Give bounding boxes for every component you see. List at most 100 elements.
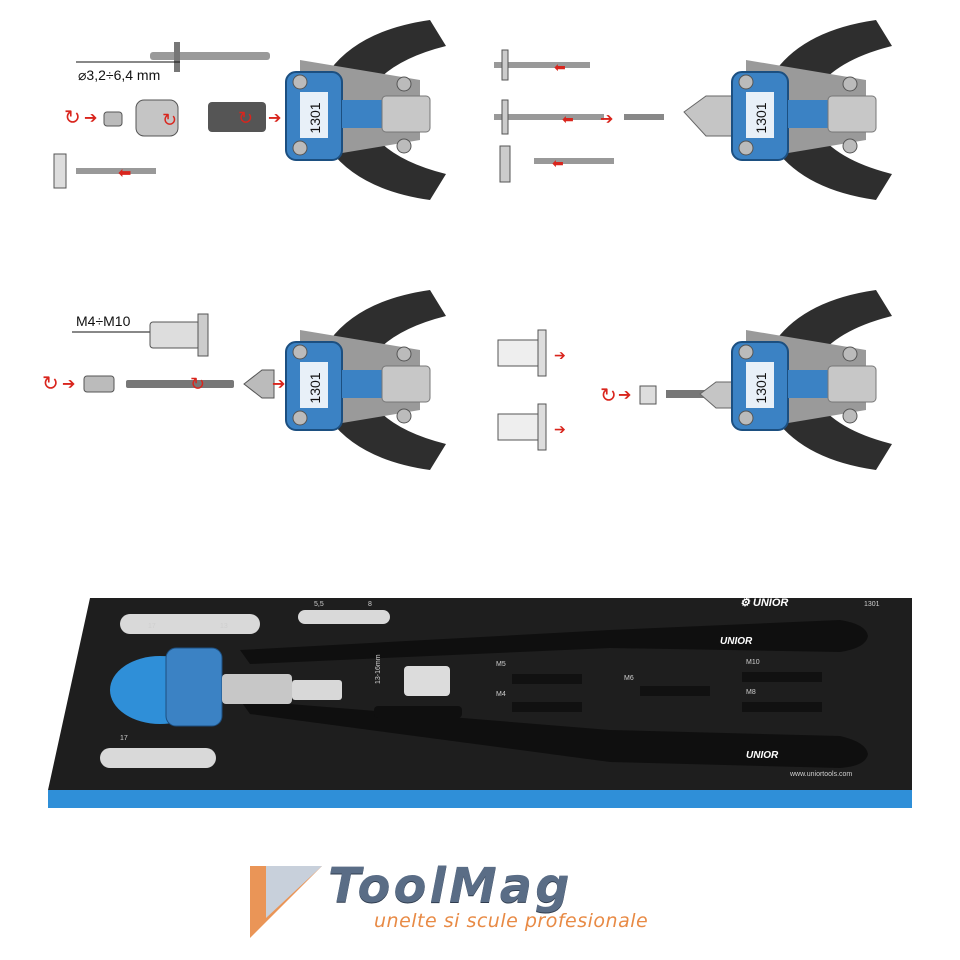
chrome-nut [292,680,342,700]
svg-text:⬅: ⬅ [554,59,566,75]
mandrel-icon [742,702,822,712]
screw-icon [842,346,858,362]
tray-brand-mark: ⚙ UNIOR [740,597,788,609]
sleeve-part [208,102,266,132]
head-label-plate [746,92,774,138]
nut-step-1: ➔ [497,329,566,377]
foam-tray: 17 13 5,5 8 17 ⚙ UNIOR 1301 UNIOR UNIOR … [48,597,912,808]
screw-icon [842,408,858,424]
screw-icon [396,408,412,424]
mandrel-icon [512,674,582,684]
head-model-number: 1301 [307,372,323,403]
screw-icon [738,344,754,360]
tool-head [165,647,223,727]
logo-name: ToolMag [328,858,573,914]
tray-code: 1301 [864,601,880,608]
arrow-right-icon: ➔ [268,110,281,127]
mandrel-label: M8 [746,689,756,696]
toolmag-logo: ToolMag unelte si scule profesionale [246,858,716,942]
spanner-size: 5,5 [314,601,324,608]
rivet-nut-flange [197,313,209,357]
screw-icon [396,346,412,362]
nut-step-2: ➔ [497,403,566,451]
rotate-arrow-icon: ↻ [42,373,59,395]
nut-range-label: M4÷M10 [76,313,131,329]
spanner-size: 8 [368,601,372,608]
head-label-plate [300,92,328,138]
tray-base [48,790,912,808]
arrow-right-icon: ➔ [272,376,285,393]
chrome-nut [381,365,431,403]
screw-icon [292,74,308,90]
rivet-icon [624,114,664,120]
head-model-number: 1301 [753,372,769,403]
screw-icon [292,140,308,156]
wrench-icon [120,614,260,634]
handle-brand: UNIOR [720,636,753,647]
jaw-housing [699,381,737,409]
arrow-right-icon: ➔ [62,376,75,393]
spanner-icon [298,610,390,624]
head-model-number: 1301 [307,102,323,133]
mandrel-rod [126,380,234,388]
mandrel-label: M5 [496,661,506,668]
jaw-housing [683,95,737,137]
screw-icon [842,138,858,154]
blue-sleeve [342,370,382,398]
mandrel-label: M4 [496,691,506,698]
blue-sleeve [788,100,828,128]
wrench-size: 17 [148,623,156,630]
arrow-left-icon: ⬅ [118,165,131,182]
logo-triangle-icon [250,866,322,938]
chrome-nut [827,95,877,133]
rivet-nut-icon [639,385,657,405]
chrome-nut [381,95,431,133]
rotate-arrow-icon: ↻ [190,374,205,394]
chrome-nut [827,365,877,403]
blue-sleeve [788,370,828,398]
handle-brand: UNIOR [746,750,779,761]
mandrel-rod [666,390,706,398]
mandrel-icon [512,702,582,712]
screw-icon [396,76,412,92]
svg-text:➔: ➔ [554,347,566,363]
rivet-icon [150,52,270,60]
nose-label: 13-16mm [375,654,382,684]
arrow-right-icon: ➔ [84,110,97,127]
arrow-right-icon: ➔ [618,387,631,404]
rotate-arrow-icon: ↻ [600,385,617,407]
chrome-body [222,674,292,704]
rotate-arrow-icon: ↻ [238,108,253,128]
threaded-adapter [83,375,115,393]
small-nozzle [103,111,123,127]
screw-icon [738,74,754,90]
rivet-step-1: ⬅ [494,49,590,81]
mandrel-icon [742,672,822,682]
rivet-step-3: ⬅ [499,145,614,183]
svg-text:⬅: ⬅ [552,155,564,171]
rotate-arrow-icon: ↻ [64,107,81,129]
rivet-nut-icon [149,321,201,349]
svg-text:➔: ➔ [554,421,566,437]
rivet-head [174,42,180,72]
head-label-plate [746,362,774,408]
svg-text:⬅: ⬅ [562,111,574,127]
rivet-icon [76,168,156,174]
nose-piece [404,666,450,696]
website-label: www.uniortools.com [789,771,852,778]
rotate-arrow-icon: ↻ [162,110,177,130]
screw-icon [842,76,858,92]
rivet-nut-assembly-diagram: 1301 M4÷M10 ↻ ➔ ↻ ➔ [42,290,446,470]
blue-sleeve [342,100,382,128]
wrench-size: 13 [220,623,228,630]
screw-icon [292,344,308,360]
mandrel-label: M6 [624,675,634,682]
head-label-plate [300,362,328,408]
rivet-step-2: ⬅ [494,99,604,135]
screw-icon [738,410,754,426]
plate-icon [53,153,67,189]
wrench-slot [374,706,462,718]
wrench-icon [100,748,216,768]
screw-icon [396,138,412,154]
head-model-number: 1301 [753,102,769,133]
